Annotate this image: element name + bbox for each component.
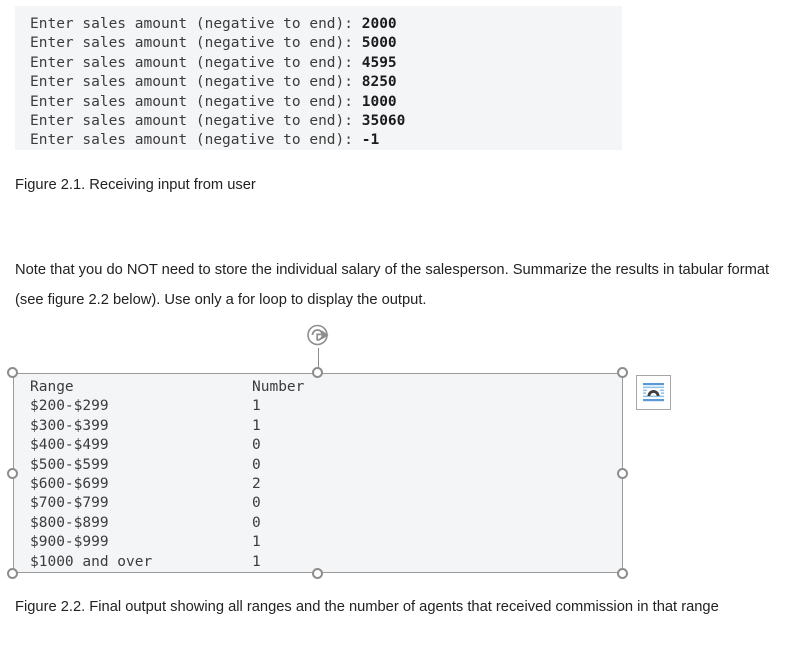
console-prompt: Enter sales amount (negative to end): [30,132,362,149]
console-line: Enter sales amount (negative to end): 45… [30,54,622,73]
console-value: 35060 [361,113,406,130]
body-paragraph: Note that you do NOT need to store the i… [15,262,770,308]
figure-caption-2: Figure 2.2. Final output showing all ran… [15,599,719,615]
console-prompt: Enter sales amount (negative to end): [30,93,362,110]
resize-handle-top-center[interactable] [312,367,323,378]
table-cell-range: $700-$799 [30,495,109,512]
table-row: $900-$999 1 [30,533,623,552]
table-row: $300-$399 1 [30,417,623,436]
figure-caption-1: Figure 2.1. Receiving input from user [15,177,256,193]
console-line: Enter sales amount (negative to end): 35… [30,112,622,131]
table-cell-number: 1 [252,534,261,551]
table-cell-range: $900-$999 [30,534,109,551]
resize-handle-top-left[interactable] [7,367,18,378]
table-row: $500-$599 0 [30,456,623,475]
resize-handle-bottom-left[interactable] [7,568,18,579]
console-value: 2000 [361,16,397,32]
console-prompt: Enter sales amount (negative to end): [30,35,362,52]
console-prompt: Enter sales amount (negative to end): [30,113,362,130]
console-value: -1 [361,132,380,149]
layout-options-icon [643,383,664,402]
rotate-arrow-icon [307,324,329,346]
table-row: $1000 and over 1 [30,553,623,572]
console-line: Enter sales amount (negative to end): 82… [30,73,622,92]
table-cell-range: $500-$599 [30,456,109,473]
console-line: Enter sales amount (negative to end): 50… [30,34,622,53]
table-cell-range: $600-$699 [30,476,109,493]
resize-handle-bottom-right[interactable] [617,568,628,579]
table-header-number: Number [252,379,305,395]
console-value: 5000 [361,35,397,52]
console-value: 4595 [361,54,397,71]
table-cell-number: 0 [252,456,261,473]
table-header-row: Range Number [30,378,623,397]
console-line: Enter sales amount (negative to end): -1 [30,131,622,150]
table-cell-range: $800-$899 [30,514,109,531]
table-row: $600-$699 2 [30,475,623,494]
picture-content: Range Number $200-$299 1 $300-$399 1 $400-$… [30,378,623,573]
table-row: $400-$499 0 [30,436,623,455]
figure-2-2-image[interactable]: Range Number $200-$299 1 $300-$399 1 $400-$… [13,373,623,573]
table-cell-number: 1 [252,417,261,434]
resize-handle-middle-right[interactable] [617,468,628,479]
console-value: 1000 [361,93,397,110]
table-header-range: Range [30,379,74,395]
table-cell-number: 0 [252,495,261,512]
console-prompt: Enter sales amount (negative to end): [30,54,362,71]
console-line: Enter sales amount (negative to end): 10… [30,93,622,112]
table-cell-number: 2 [252,476,261,493]
table-cell-range: $300-$399 [30,417,109,434]
table-row: $800-$899 0 [30,514,623,533]
table-cell-number: 0 [252,514,261,531]
resize-handle-top-right[interactable] [617,367,628,378]
console-line: Enter sales amount (negative to end): 20… [30,15,622,34]
table-cell-number: 1 [252,553,261,570]
resize-handle-middle-left[interactable] [7,468,18,479]
program-console-output: Enter sales amount (negative to end): 20… [15,6,622,150]
rotate-handle-icon[interactable] [305,322,333,350]
resize-handle-bottom-center[interactable] [312,568,323,579]
console-value: 8250 [361,74,397,91]
rotate-handle-stem [318,348,319,373]
table-cell-range: $1000 and over [30,553,153,570]
console-prompt: Enter sales amount (negative to end): [30,74,362,91]
table-row: $200-$299 1 [30,397,623,416]
layout-options-button[interactable] [636,375,671,410]
table-cell-number: 1 [252,398,261,415]
table-row: $700-$799 0 [30,494,623,513]
console-prompt: Enter sales amount (negative to end): [30,16,362,32]
table-cell-range: $400-$499 [30,437,109,454]
table-cell-number: 0 [252,437,261,454]
table-cell-range: $200-$299 [30,398,109,415]
